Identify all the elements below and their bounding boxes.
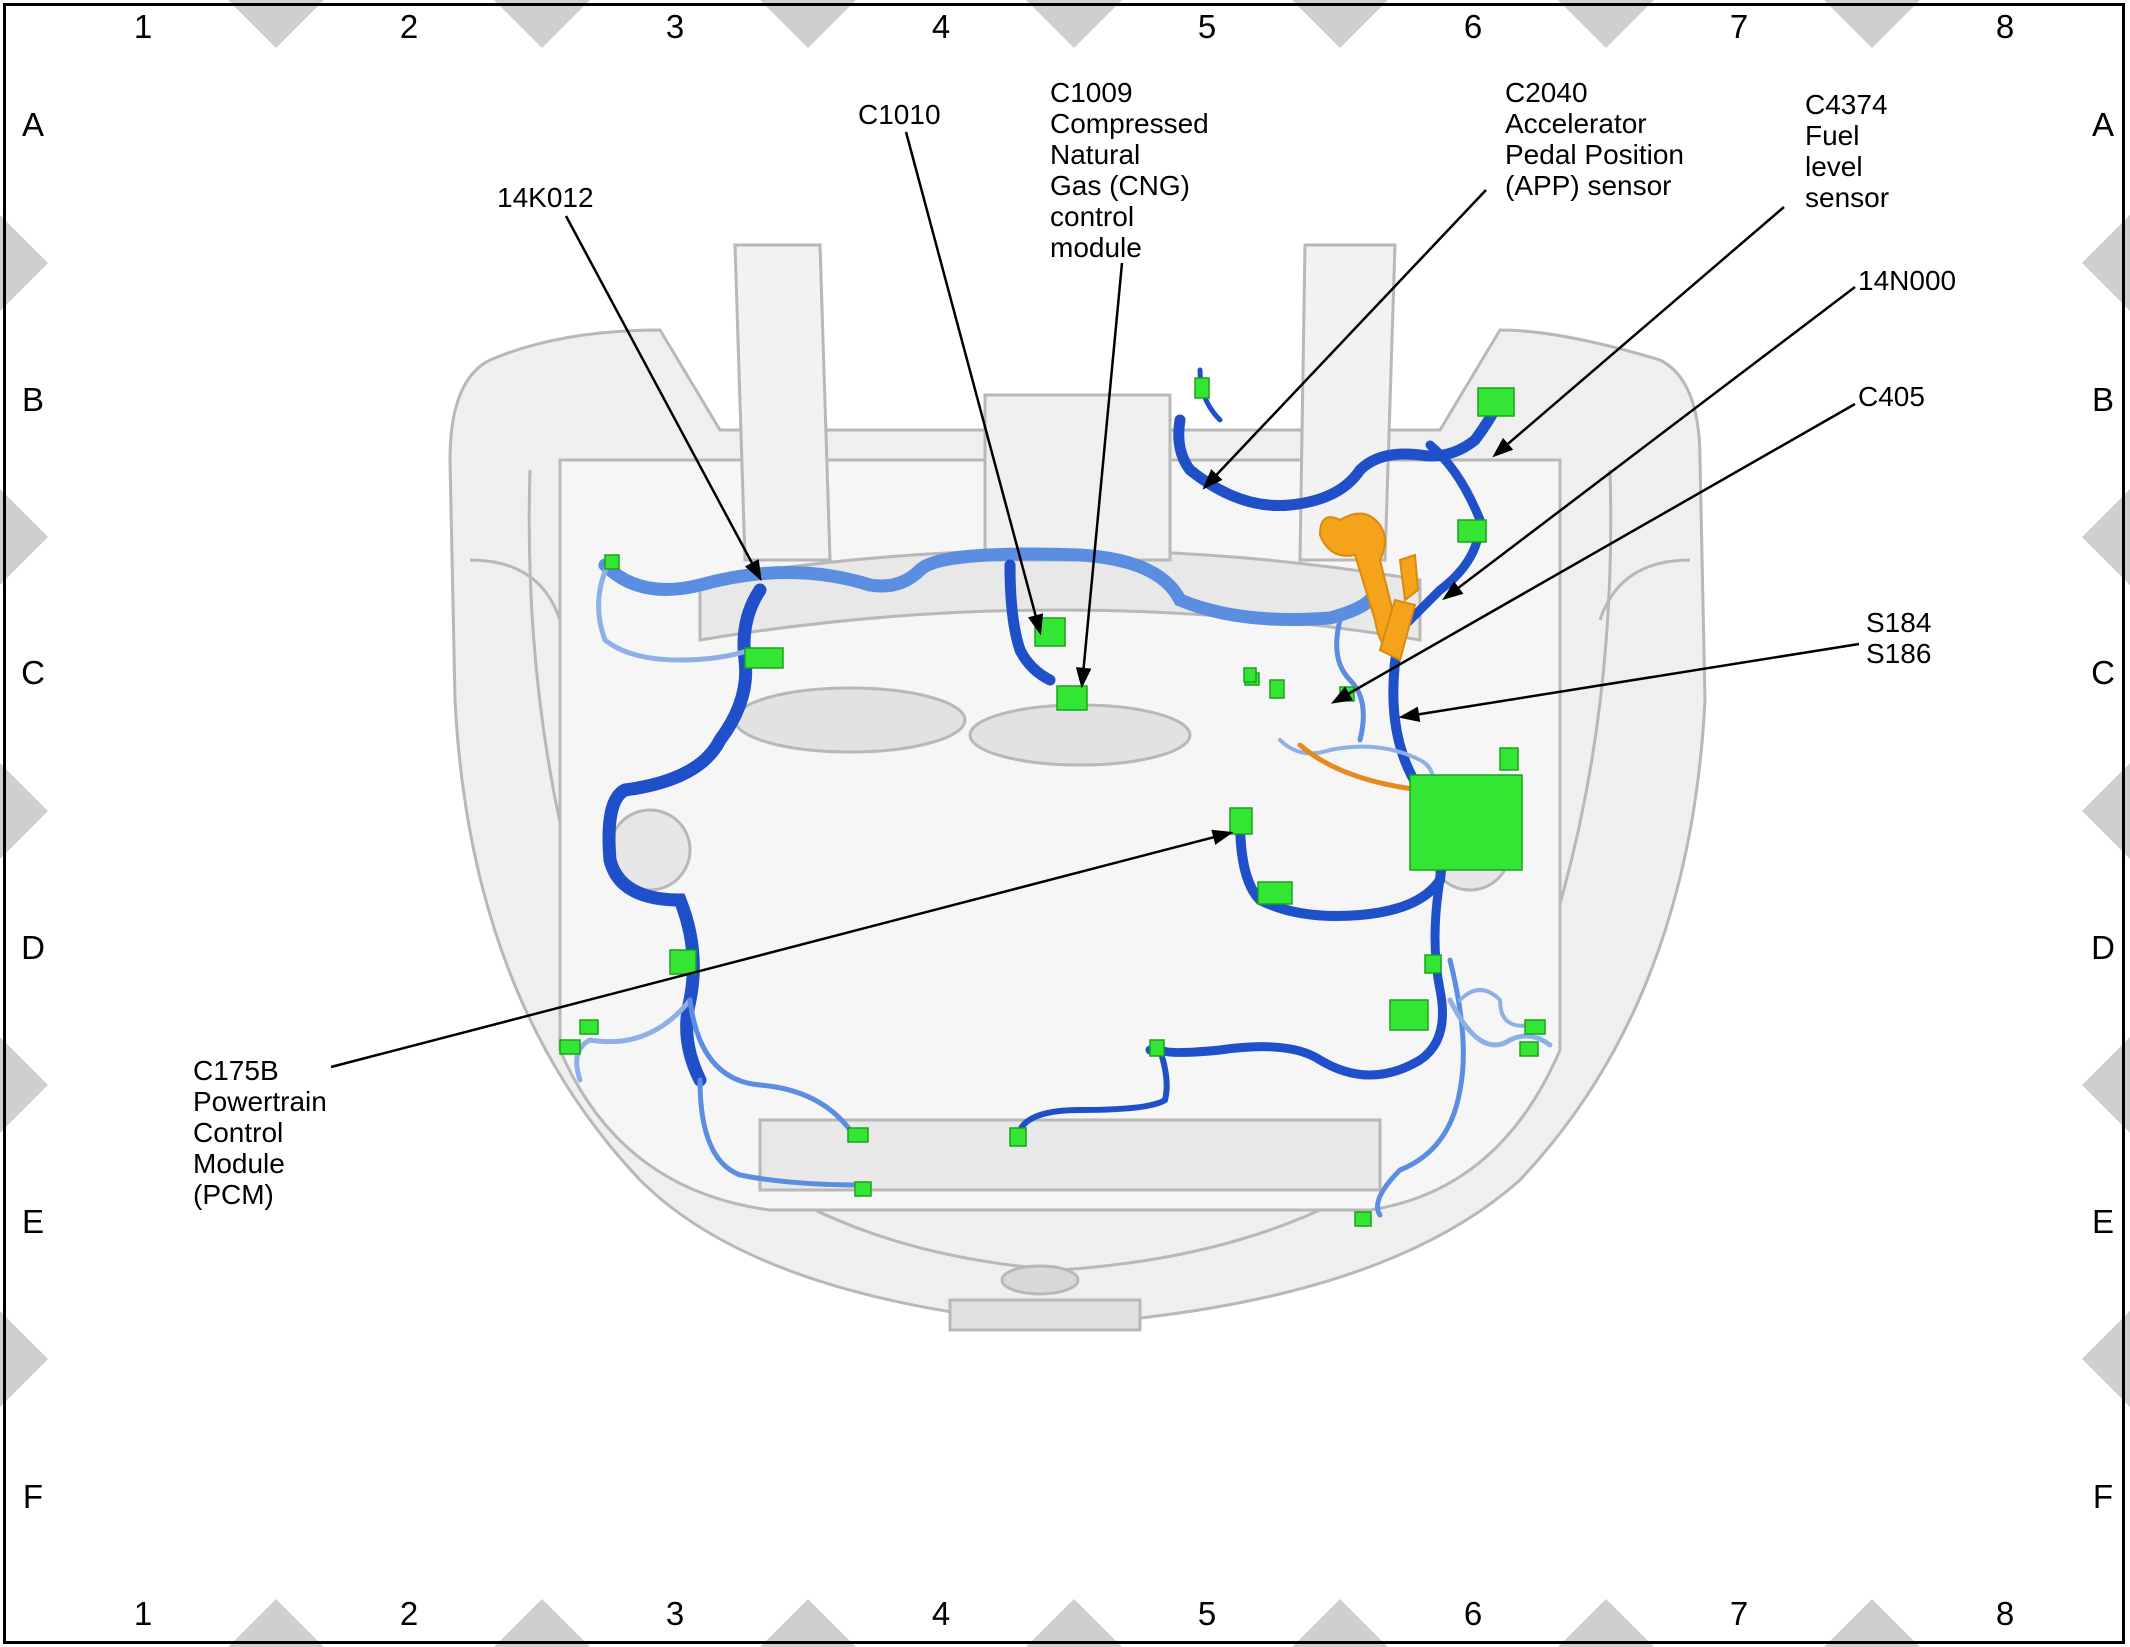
border-chevron xyxy=(1558,0,1654,48)
border-chevron xyxy=(760,0,856,48)
border-chevron xyxy=(760,1599,856,1647)
callout-c405: C405 xyxy=(1858,381,1925,412)
border-chevron xyxy=(228,1599,324,1647)
border-chevron xyxy=(0,763,48,859)
grid-column-label: 7 xyxy=(1729,8,1749,45)
border-chevron xyxy=(494,1599,590,1647)
grid-row-label: B xyxy=(2091,381,2114,418)
grid-row-label: E xyxy=(21,1203,44,1240)
border-chevron xyxy=(1558,1599,1654,1647)
leader-c4374 xyxy=(1492,206,1785,458)
grid-column-label: 1 xyxy=(133,1595,153,1632)
diagram-frame xyxy=(3,3,2125,1644)
callout-c1009: C1009 Compressed Natural Gas (CNG) contr… xyxy=(1050,77,1209,263)
grid-column-label: 8 xyxy=(1995,1595,2015,1632)
leader-c2040 xyxy=(1202,189,1487,490)
border-chevron xyxy=(0,489,48,585)
callout-s184-s186: S184 S186 xyxy=(1866,607,1932,669)
leader-14k012 xyxy=(564,215,762,582)
grid-column-label: 8 xyxy=(1995,8,2015,45)
grid-row-label: F xyxy=(22,1478,44,1515)
border-chevron xyxy=(1026,0,1122,48)
leader-s184-s186 xyxy=(1398,642,1860,722)
callout-c1010: C1010 xyxy=(858,99,941,130)
callout-leaders xyxy=(330,131,1860,1069)
border-chevron xyxy=(0,1037,48,1133)
grid-row-label: E xyxy=(2091,1203,2114,1240)
grid-row-label: C xyxy=(2091,654,2115,691)
grid-column-label: 6 xyxy=(1463,8,1483,45)
grid-column-label: 3 xyxy=(665,1595,685,1632)
grid-column-label: 2 xyxy=(399,8,419,45)
grid-row-label: B xyxy=(21,381,44,418)
grid-column-label: 5 xyxy=(1197,8,1217,45)
border-chevron xyxy=(2082,215,2130,311)
border-chevron xyxy=(1824,1599,1920,1647)
grid-column-label: 3 xyxy=(665,8,685,45)
border-chevron xyxy=(0,215,48,311)
grid-column-label: 2 xyxy=(399,1595,419,1632)
callout-c2040: C2040 Accelerator Pedal Position (APP) s… xyxy=(1505,77,1685,201)
grid-column-label: 4 xyxy=(931,8,951,45)
grid-row-label: A xyxy=(2091,106,2114,143)
border-chevron xyxy=(2082,1037,2130,1133)
fuel-component xyxy=(1318,512,1420,662)
border-chevron xyxy=(228,0,324,48)
callout-14n000: 14N000 xyxy=(1858,265,1957,296)
grid-row-label: F xyxy=(2092,1478,2114,1515)
border-chevron xyxy=(1292,1599,1388,1647)
callout-14k012: 14K012 xyxy=(497,182,594,213)
leader-14n000 xyxy=(1442,286,1856,601)
border-chevron xyxy=(1824,0,1920,48)
connectors xyxy=(559,377,1546,1227)
grid-row-label: D xyxy=(21,929,45,966)
border-chevron xyxy=(2082,1311,2130,1407)
border-chevron xyxy=(2082,489,2130,585)
callout-c4374: C4374 Fuel level sensor xyxy=(1805,89,1890,213)
grid-row-label: C xyxy=(21,654,45,691)
border-chevron xyxy=(1292,0,1388,48)
border-chevron xyxy=(0,1311,48,1407)
grid-row-label: A xyxy=(21,106,44,143)
leader-c1009 xyxy=(1075,262,1124,689)
grid-column-label: 4 xyxy=(931,1595,951,1632)
grid-column-label: 6 xyxy=(1463,1595,1483,1632)
border-chevron xyxy=(1026,1599,1122,1647)
leader-c175b xyxy=(330,829,1234,1069)
grid-row-label: D xyxy=(2091,929,2115,966)
leader-c405 xyxy=(1330,402,1856,704)
border-chevron xyxy=(494,0,590,48)
leader-c1010 xyxy=(904,131,1044,636)
grid-column-label: 5 xyxy=(1197,1595,1217,1632)
grid-column-label: 7 xyxy=(1729,1595,1749,1632)
callout-c175b: C175B Powertrain Control Module (PCM) xyxy=(193,1055,327,1210)
border-chevron xyxy=(2082,763,2130,859)
grid-column-label: 1 xyxy=(133,8,153,45)
